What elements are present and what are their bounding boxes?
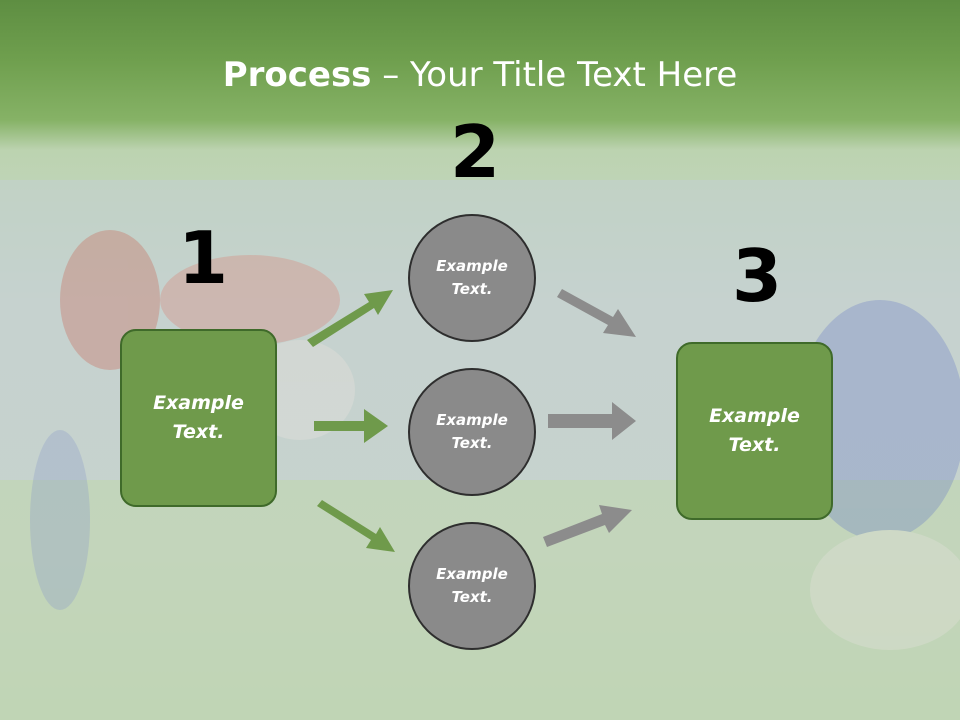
circle-middle-line2: Text. [451, 434, 493, 452]
circle-top-line2: Text. [451, 280, 493, 298]
circle-bottom-line2: Text. [451, 588, 493, 606]
step-number-3: 3 [732, 234, 783, 318]
circle-bottom-line1: Example [436, 565, 508, 583]
green-arrow-up [307, 290, 393, 347]
process-circle-middle: Example Text. [408, 368, 536, 496]
process-box-end: Example Text. [676, 342, 833, 520]
green-arrow-middle [314, 409, 388, 443]
step-number-2: 2 [450, 110, 501, 194]
gray-arrow-up [543, 505, 632, 547]
box-start-line2: Text. [172, 421, 225, 443]
process-circle-bottom: Example Text. [408, 522, 536, 650]
green-arrow-down [317, 500, 395, 552]
gray-arrow-middle [548, 402, 636, 440]
process-box-start: Example Text. [120, 329, 277, 507]
box-end-line1: Example [709, 405, 800, 427]
title-rest: – Your Title Text Here [371, 55, 738, 95]
gray-arrow-down [557, 289, 636, 337]
process-circle-top: Example Text. [408, 214, 536, 342]
circle-middle-line1: Example [436, 411, 508, 429]
box-start-line1: Example [153, 392, 244, 414]
step-number-1: 1 [178, 216, 229, 300]
slide-title: Process – Your Title Text Here [0, 52, 960, 98]
box-end-line2: Text. [728, 434, 781, 456]
title-bold: Process [222, 55, 372, 95]
circle-top-line1: Example [436, 257, 508, 275]
